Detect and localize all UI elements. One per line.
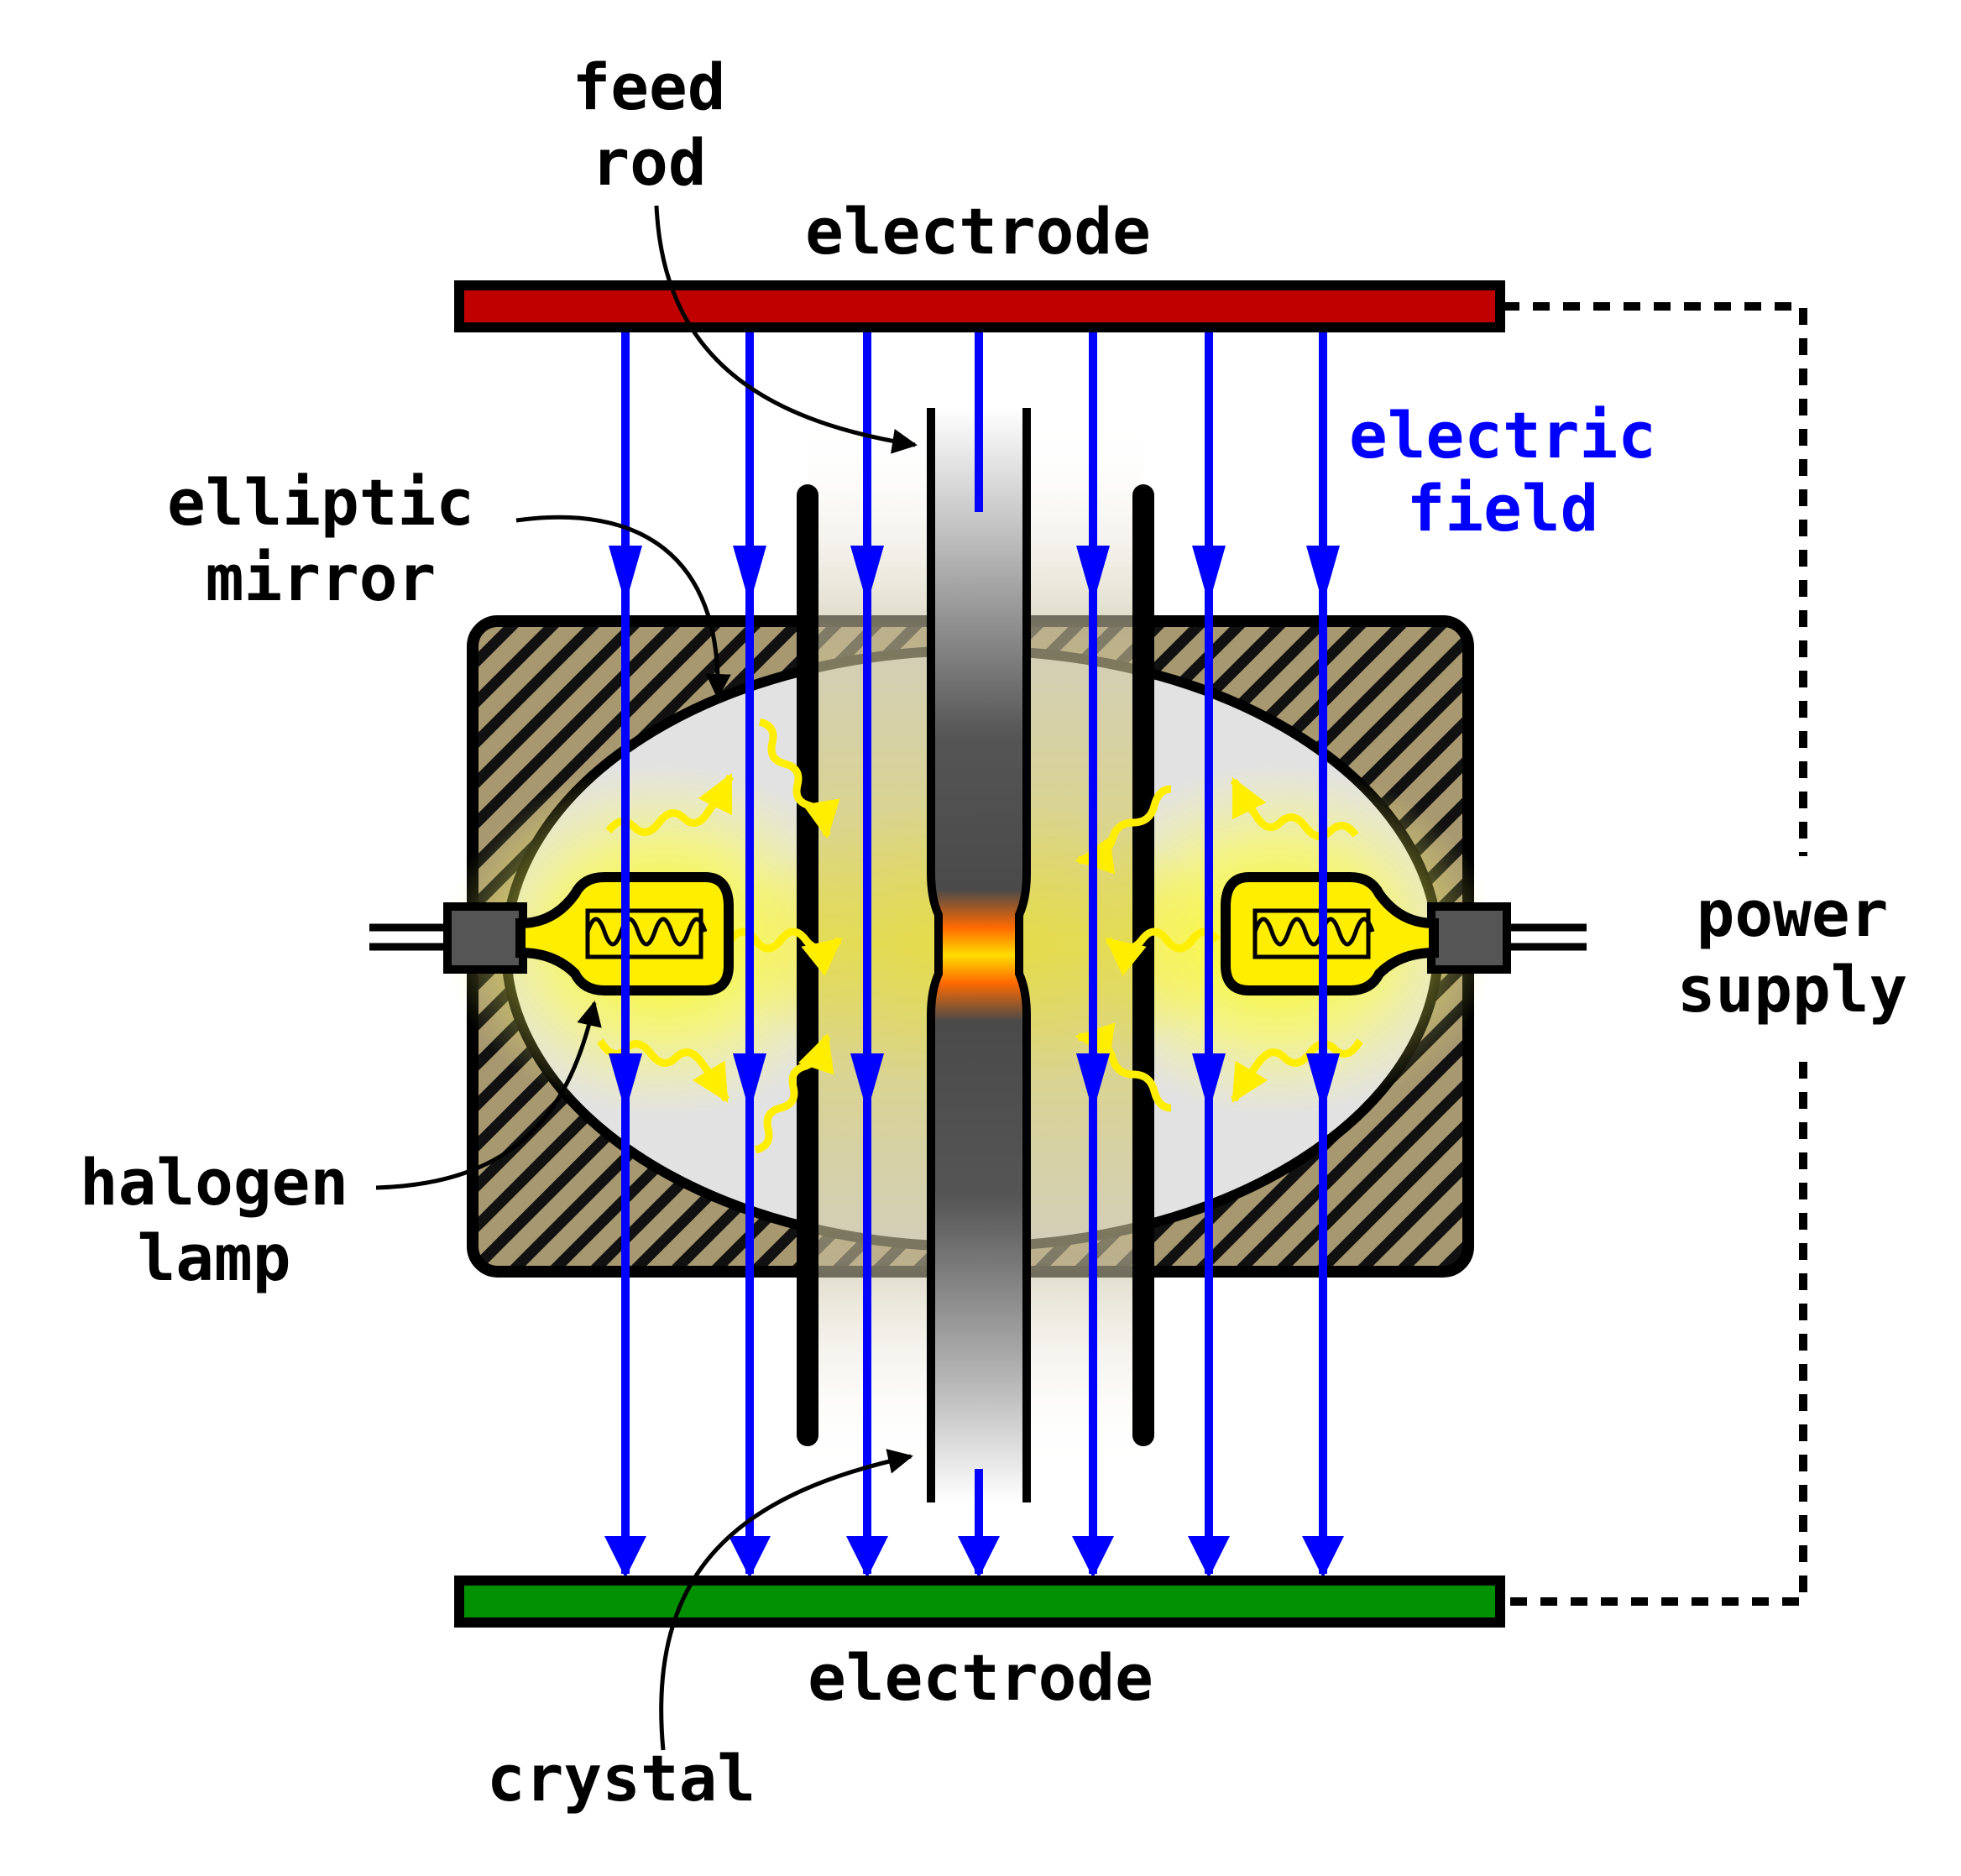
electric-field-label-line1: electric (1349, 398, 1656, 473)
rod-outline-right (1015, 408, 1031, 1502)
elliptic-mirror-label-line1: elliptic (167, 465, 474, 540)
halogen-lamp-label-line1: halogen (80, 1145, 348, 1220)
crystal-pointer (659, 1449, 913, 1751)
halogen-lamp-right (1221, 872, 1587, 995)
power-supply-label-line2: supply (1677, 952, 1908, 1027)
feed-rod-label-line1: feed (572, 50, 725, 124)
feed-rod-label-line2: rod (591, 125, 706, 200)
crystal-label: crystal (487, 1741, 756, 1816)
elliptic-mirror-label-line2: mirror (206, 541, 437, 615)
halogen-lamp-pointer (375, 1001, 602, 1190)
electric-field-label-line2: field (1407, 471, 1599, 546)
halogen-lamp-label-line2: lamp (137, 1220, 290, 1295)
electrode-bottom (454, 1576, 1505, 1628)
rod-outline-left (927, 408, 943, 1502)
power-supply-wire (1503, 302, 1807, 1606)
electrode-top-label: electrode (805, 194, 1151, 269)
electrode-bottom-label: electrode (808, 1640, 1153, 1715)
electric-field-lines (604, 332, 1344, 1578)
feed-rod-and-crystal (931, 408, 1027, 1502)
field-mid-arrows (609, 546, 1340, 1112)
electrode-top (454, 280, 1505, 332)
elliptic-mirror-pointer (515, 515, 731, 699)
power-supply-label-line1: power (1697, 876, 1889, 951)
pointer-arrows (375, 205, 918, 1751)
feed-rod-pointer (654, 205, 918, 454)
